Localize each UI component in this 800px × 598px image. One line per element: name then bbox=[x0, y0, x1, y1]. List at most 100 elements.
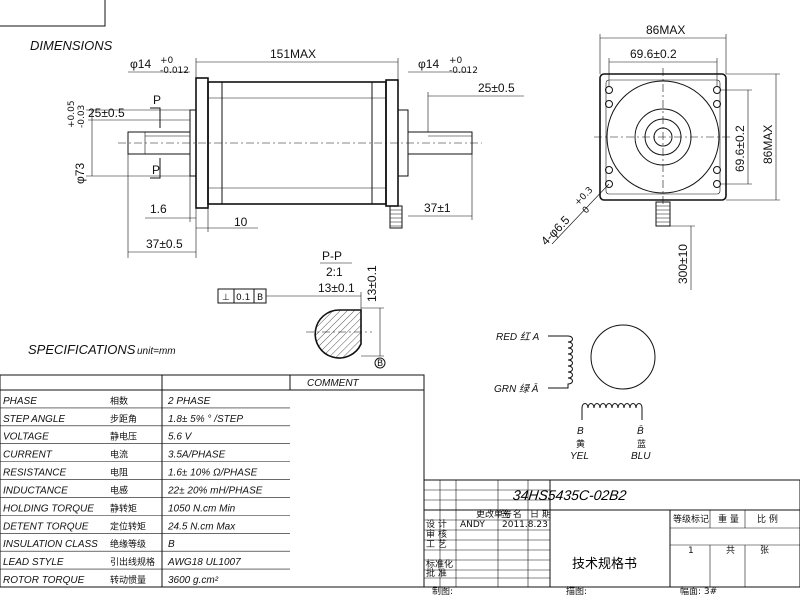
rear-dim: 10 bbox=[234, 215, 248, 229]
pilot-tol-lower: -0.03 bbox=[77, 105, 87, 128]
col-date: 日 期 bbox=[530, 509, 551, 520]
tolerance-value: 0.1 bbox=[236, 293, 250, 303]
corner-frame bbox=[0, 0, 106, 27]
tolerance-datum: B bbox=[257, 293, 263, 303]
spec-label-cn: 绝缘等级 bbox=[110, 538, 146, 550]
spec-label-cn: 电感 bbox=[110, 484, 128, 496]
end-view: 86MAX 69.6±0.2 69.6±0.2 86MAX 4-φ6.5 +0.… bbox=[538, 23, 780, 290]
flat-width-dim: 13±0.1 bbox=[318, 281, 355, 295]
spec-label-cn: 引出线规格 bbox=[110, 556, 155, 568]
stage-mark: 等级标记 bbox=[673, 513, 709, 525]
right-shaft-dia: φ14 bbox=[418, 57, 439, 71]
specifications-heading: SPECIFICATIONS bbox=[28, 342, 136, 357]
spec-label-cn: 电流 bbox=[110, 449, 128, 461]
doc-title: 技术规格书 bbox=[572, 556, 637, 572]
left-shaft-tol-upper: +0 bbox=[160, 56, 174, 66]
grn-lead-label: GRN 绿 Ā bbox=[494, 383, 539, 395]
blu-cn: 蓝 bbox=[637, 438, 646, 450]
spec-value: 1050 N.cm Min bbox=[168, 503, 236, 514]
spec-value: 1.8± 5% ° /STEP bbox=[168, 414, 243, 425]
sheets-label: 张 bbox=[760, 545, 769, 556]
lead-wires bbox=[389, 205, 403, 229]
overall-height-dim: 86MAX bbox=[761, 125, 775, 164]
part-number: 34HS5435C-02B2 bbox=[512, 487, 627, 503]
spec-label: INSULATION CLASS bbox=[3, 539, 98, 550]
spec-value: 22± 20% mH/PHASE bbox=[167, 485, 263, 496]
spec-value: AWG18 UL1007 bbox=[167, 557, 241, 568]
spec-label: ROTOR TORQUE bbox=[3, 575, 85, 586]
col-change-no: 更改单号 bbox=[476, 508, 512, 520]
spec-value: 5.6 V bbox=[168, 432, 193, 443]
row-approve: 批 准 bbox=[426, 567, 447, 579]
lead-length-dim: 300±10 bbox=[676, 244, 690, 284]
section-title: P-P bbox=[322, 249, 342, 263]
right-shaft-tol-lower: -0.012 bbox=[449, 66, 478, 76]
traced-by: 描图: bbox=[566, 585, 587, 597]
drawn-by: 制图: bbox=[432, 585, 453, 597]
front-view: 151MAX φ14 +0 -0.012 φ14 +0 -0.012 25±0.… bbox=[67, 47, 524, 258]
flat-depth-dim: 13±0.1 bbox=[365, 265, 379, 302]
spec-label: HOLDING TORQUE bbox=[3, 503, 94, 514]
spec-label-cn: 相数 bbox=[110, 395, 128, 407]
design-date: 2011.8.23 bbox=[502, 520, 548, 530]
col-sign: 签 名 bbox=[501, 508, 522, 520]
flange-dim: 1.6 bbox=[150, 202, 167, 216]
spec-label-cn: 转动惯量 bbox=[110, 574, 146, 586]
overall-width-dim: 86MAX bbox=[646, 23, 685, 37]
shaft-left-dim: 37±0.5 bbox=[146, 237, 183, 251]
comment-header: COMMENT bbox=[307, 378, 360, 389]
wiring-diagram: RED 红 A GRN 绿 Ā B 黄 YEL B̄ 蓝 BLU bbox=[494, 324, 656, 462]
row-process: 工 艺 bbox=[426, 539, 447, 550]
spec-label-cn: 定位转矩 bbox=[110, 520, 146, 532]
mounting-holes bbox=[605, 86, 721, 188]
spec-label: DETENT TORQUE bbox=[3, 521, 89, 532]
rotor-symbol bbox=[590, 324, 656, 390]
spec-label: CURRENT bbox=[3, 450, 53, 461]
blu-label: BLU bbox=[631, 451, 651, 462]
yel-label: YEL bbox=[570, 451, 589, 462]
spec-label: LEAD STYLE bbox=[3, 557, 64, 568]
section-scale: 2:1 bbox=[326, 265, 343, 279]
section-mark-top: P bbox=[153, 93, 161, 107]
spec-label-cn: 电阻 bbox=[110, 467, 128, 479]
yel-cn: 黄 bbox=[576, 438, 585, 450]
holes-dim: 4-φ6.5 bbox=[538, 213, 573, 248]
length-dim: 151MAX bbox=[270, 47, 316, 61]
specs-table: COMMENT PHASE 相数 2 PHASE STEP ANGLE 步距角 1.8± … bbox=[0, 374, 425, 588]
spec-label: RESISTANCE bbox=[3, 468, 66, 479]
spec-label: VOLTAGE bbox=[3, 432, 49, 443]
spec-label-cn: 静电压 bbox=[110, 431, 137, 443]
weight-label: 重 量 bbox=[718, 513, 739, 525]
tolerance-symbol: ⊥ bbox=[222, 293, 230, 303]
sheet-total: 共 bbox=[726, 545, 735, 556]
unit-label: unit=mm bbox=[137, 346, 176, 357]
flat-left-dim: 25±0.5 bbox=[88, 106, 125, 120]
datum-label: B bbox=[377, 359, 383, 369]
dimensions-heading: DIMENSIONS bbox=[30, 38, 113, 53]
blu-letter: B̄ bbox=[637, 424, 644, 437]
hole-pitch-v-dim: 69.6±0.2 bbox=[733, 125, 747, 172]
row-review: 审 核 bbox=[426, 528, 447, 540]
designer: ANDY bbox=[460, 520, 485, 530]
spec-value: 3.5A/PHASE bbox=[168, 450, 226, 461]
left-shaft-dia: φ14 bbox=[130, 57, 151, 71]
holes-tol-lower: 0 bbox=[581, 205, 592, 216]
spec-label: INDUCTANCE bbox=[3, 485, 68, 496]
right-shaft-tol-upper: +0 bbox=[449, 56, 463, 66]
spec-value: 3600 g.cm² bbox=[168, 575, 219, 586]
spec-label-cn: 步距角 bbox=[110, 413, 137, 425]
flat-right-dim: 25±0.5 bbox=[478, 81, 515, 95]
title-block: 更改单号 签 名 日 期 设 计 ANDY 2011.8.23 审 核 工 艺 … bbox=[423, 479, 800, 588]
left-shaft-tol-lower: -0.012 bbox=[160, 66, 189, 76]
coil-b bbox=[581, 403, 643, 420]
section-p-p: P-P 2:1 13±0.1 13±0.1 B ⊥ 0.1 B bbox=[217, 249, 386, 369]
yel-letter: B bbox=[577, 426, 584, 437]
pilot-tol-upper: +0.05 bbox=[67, 100, 77, 128]
spec-label: PHASE bbox=[3, 396, 37, 407]
row-standard: 标准化 bbox=[426, 558, 453, 570]
red-lead-label: RED 红 A bbox=[496, 331, 540, 343]
spec-value: 2 PHASE bbox=[167, 396, 211, 407]
sheet-no: 1 bbox=[688, 546, 694, 556]
spec-label: STEP ANGLE bbox=[3, 414, 65, 425]
